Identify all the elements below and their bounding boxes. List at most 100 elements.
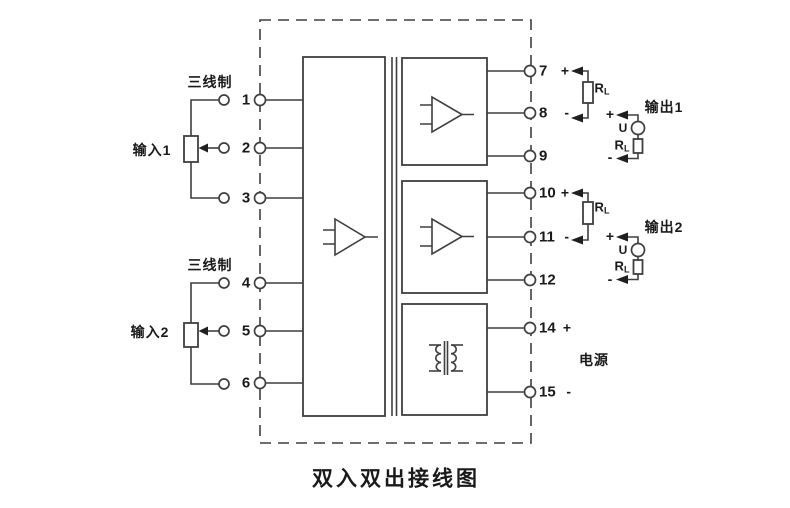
three-wire-label-2: 三线制 [187,257,233,273]
three-wire-label-1: 三线制 [187,74,233,90]
sensor-lead-circle [218,277,230,289]
output1-load-circuit [571,66,594,123]
op-amp-icon [420,217,474,256]
sensor-lead-circle [218,378,230,390]
terminal-number-1: 1 [241,91,251,109]
terminal-number-10: 10 [539,184,556,202]
terminal-circle-14 [523,321,537,335]
input-wires [260,99,303,384]
power-label: 电源 [579,352,609,368]
output1-label: 输出1 [644,99,684,115]
load-resistor-label: RL [594,199,610,216]
voltage-source-label: U [618,243,628,257]
sensor-lead-circle [218,142,230,154]
load-resistor-label: RL [614,258,630,275]
load-resistor-icon [632,259,644,275]
current-arrow-icon [616,110,628,120]
potentiometer-icon [183,322,199,348]
potentiometer-icon [183,135,199,163]
isolation-barrier [391,57,398,416]
terminal-circle-6 [253,376,267,390]
terminal-circle-4 [253,276,267,290]
terminal-circle-12 [523,273,537,287]
current-arrow-icon [571,66,583,76]
polarity-sign: - [564,228,569,245]
terminal-row-12: 12 [539,273,569,288]
output2-voltage-circuit [616,232,646,284]
terminal-row-14: 14 + [539,321,571,336]
terminal-number-7: 7 [539,62,548,80]
voltage-source-icon [630,242,646,258]
output2-amplifier-block [401,180,488,294]
output2-load-circuit [571,188,594,245]
terminal-circle-7 [523,64,537,78]
polarity-sign: - [607,271,613,287]
polarity-sign: - [564,104,569,121]
current-arrow-icon [616,232,628,242]
voltage-source-icon [630,120,646,136]
polarity-sign: + [605,228,615,244]
terminal-circle-10 [523,186,537,200]
terminal-number-12: 12 [539,271,556,289]
terminal-row-9: 9 [539,149,569,164]
terminal-circle-3 [253,191,267,205]
sensor-lead-circle [218,192,230,204]
polarity-sign: + [560,62,569,79]
terminal-number-15: 15 [539,383,556,401]
polarity-sign: + [560,184,569,201]
terminal-circle-15 [523,385,537,399]
terminal-circle-2 [253,141,267,155]
terminal-row-10: 10+ [539,186,569,201]
load-resistor-icon [632,138,644,154]
diagram-title: 双入双出接线图 [312,467,480,491]
load-resistor-label: RL [614,137,630,154]
load-resistor-icon [582,201,594,225]
terminal-number-11: 11 [539,228,555,246]
voltage-source-label: U [618,121,628,135]
output2-label: 输出2 [644,219,684,235]
output-wires [487,70,525,393]
terminal-circle-9 [523,149,537,163]
terminal-row-7: 7+ [539,64,569,79]
transformer-icon [429,341,463,375]
output1-amplifier-block [401,57,488,166]
polarity-sign: + [605,106,615,122]
terminal-number-6: 6 [241,374,251,392]
sensor-lead-circle [218,325,230,337]
input1-label: 输入1 [132,142,172,158]
sensor-lead-circle [218,94,230,106]
wiper-arrow-icon [198,326,208,336]
polarity-sign: + [562,319,571,336]
current-arrow-icon [616,275,628,284]
terminal-circle-8 [523,106,537,120]
terminal-number-9: 9 [539,147,548,165]
current-arrow-icon [571,235,583,245]
terminal-number-4: 4 [241,274,251,292]
input2-sensor [183,277,230,390]
current-arrow-icon [571,188,583,198]
input1-sensor [183,94,230,204]
wiper-arrow-icon [198,143,208,153]
terminal-row-11: 11- [539,230,569,245]
terminal-number-8: 8 [539,104,548,122]
terminal-row-15: 15- [539,385,571,400]
input2-label: 输入2 [130,324,170,340]
op-amp-icon [420,95,474,134]
terminal-number-14: 14 [539,319,556,337]
terminal-number-2: 2 [241,139,251,157]
terminal-circle-11 [523,230,537,244]
terminal-number-3: 3 [241,189,251,207]
terminal-number-5: 5 [241,322,251,340]
output1-voltage-circuit [616,110,646,163]
terminal-circle-5 [253,324,267,338]
terminal-circles [253,64,537,399]
dashed-enclosure [259,19,532,444]
polarity-sign: - [607,149,613,165]
current-arrow-icon [571,113,583,123]
terminal-circle-1 [253,93,267,107]
terminal-row-8: 8- [539,106,569,121]
load-resistor-icon [582,81,594,104]
load-resistor-label: RL [594,80,610,97]
